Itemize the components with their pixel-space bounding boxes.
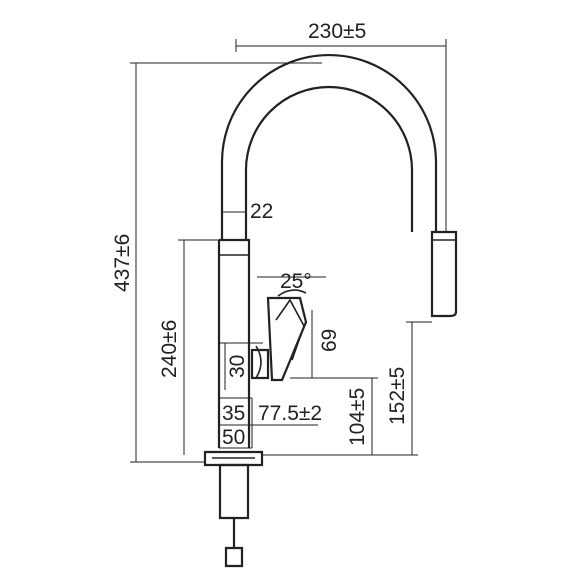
lever-handle [250,289,308,382]
lever-distance-label: 77.5±2 [258,402,322,425]
base-diameter-label: 35 [222,402,245,425]
lever-height-label: 69 [318,329,341,352]
lever-angle-label: 25° [280,270,312,293]
base-plate-label: 50 [222,426,245,449]
body-diameter-label: 22 [250,200,273,223]
outlet-height-label: 152±5 [386,367,409,425]
mounting-base [203,450,264,568]
lever-bottom-height-label: 104±5 [346,388,369,446]
body-height-label: 240±6 [158,320,181,378]
faucet-body [217,53,458,448]
lever-offset-label: 30 [226,355,249,378]
total-height-label: 437±6 [111,234,134,292]
spout-reach-label: 230±5 [308,20,366,43]
dimension-lines [130,39,447,463]
